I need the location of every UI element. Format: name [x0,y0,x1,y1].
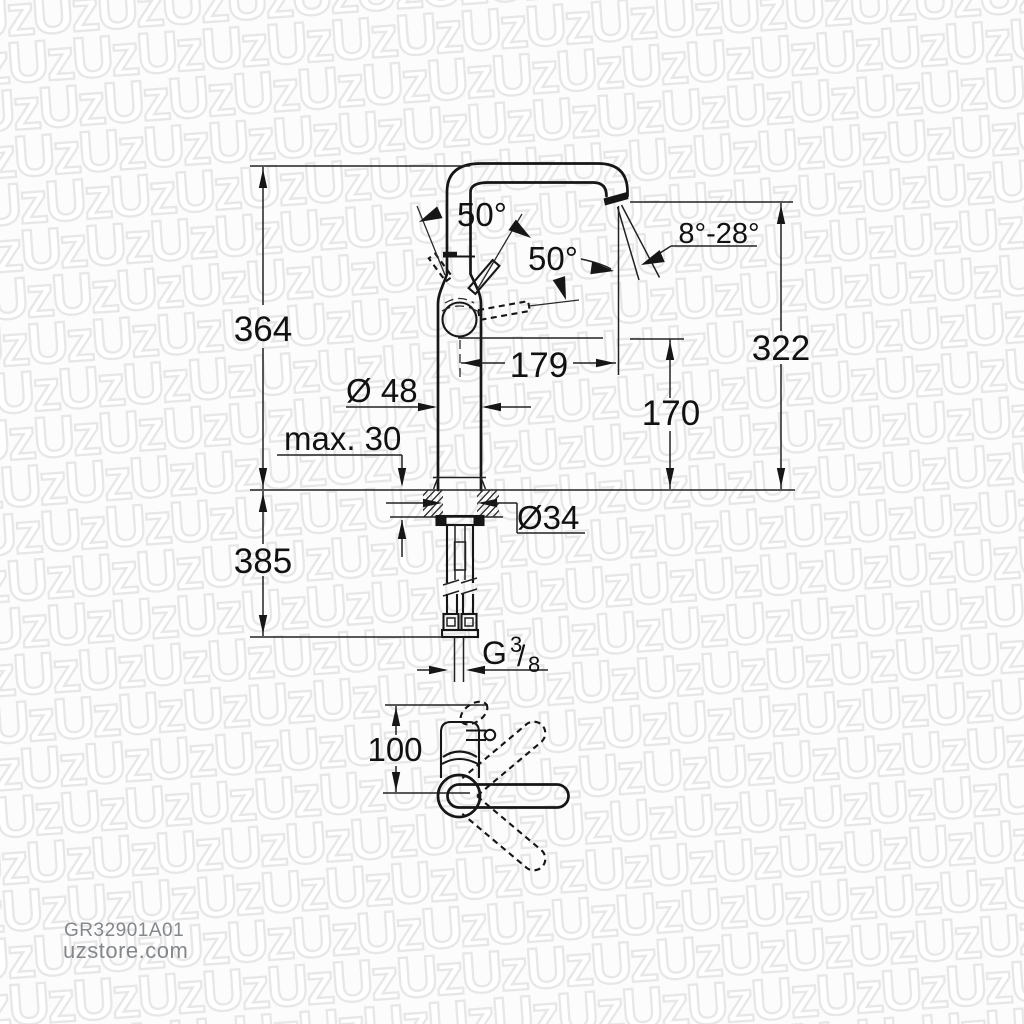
plan-spout-swivel-up-dashed [461,720,547,797]
lever-horizontal-dashed [476,299,532,322]
dimension-labels: 364 385 322 170 179 Ø 48 max. 30 Ø34 50°… [234,196,810,768]
base-flange-right [480,477,487,490]
stream-line-max [620,204,661,278]
washer-right-cap [473,516,484,525]
washer-left-cap [436,516,447,525]
label-total-height: 364 [234,310,292,349]
footer-sku: GR32901A01 [64,920,184,941]
plan-lever-raised-dashed [459,700,489,726]
label-lever-open-angle: 50° [528,240,578,277]
lever-tilted-left-dashed [427,252,454,283]
faucet-plan-view [436,700,570,872]
label-plan-depth: 100 [367,731,422,768]
faucet-body-outline [436,162,629,492]
thread-slash: / [517,640,526,673]
dimension-arrowheads [258,169,786,791]
plan-lever-knob [483,728,497,742]
thread-denominator: 8 [528,652,540,677]
spout-outlet-mousseur [603,192,629,206]
label-outlet-height: 322 [752,329,810,368]
lever-tilted-right [467,258,501,296]
footer-site: uzstore.com [63,938,188,963]
label-below-deck: 385 [234,542,292,581]
plan-body [439,720,481,778]
label-body-diameter: Ø 48 [346,372,418,409]
ball-hidden-edge-2 [441,305,478,312]
thread-prefix: G [482,635,507,671]
lever-axis-line-horizontal [528,299,580,307]
base-flange-left [432,477,439,490]
faucet-front-view [250,162,795,682]
label-lever-swing-angle: 50° [457,196,507,233]
stream-line-min [616,206,640,281]
label-thread-size: G 3 / 8 [482,632,540,677]
ball-hidden-edge-1 [444,297,475,304]
dimension-lines [250,165,793,794]
plan-spout-capsule [446,783,570,809]
lever-axis-line-left [416,205,446,276]
label-hole-diameter: Ø34 [517,499,579,536]
label-spout-reach: 179 [510,346,568,385]
label-stream-angle-range: 8°-28° [678,218,759,250]
supply-hoses [440,594,480,682]
ball-joint [441,301,478,338]
plan-lever-pin [466,729,486,742]
label-deck-thickness: max. 30 [284,420,401,457]
plan-spout-swivel-down-dashed [461,795,547,872]
plan-dome-arc-1 [442,750,478,758]
thread-numerator: 3 [510,632,522,657]
footer: GR32901A01 uzstore.com [63,920,188,963]
label-deck-to-pivot: 170 [642,394,700,433]
plan-swivel-base-circle [436,773,482,819]
plan-dome-arc-2 [441,757,479,765]
leader-50-open [580,258,612,270]
threaded-shank [442,525,478,597]
